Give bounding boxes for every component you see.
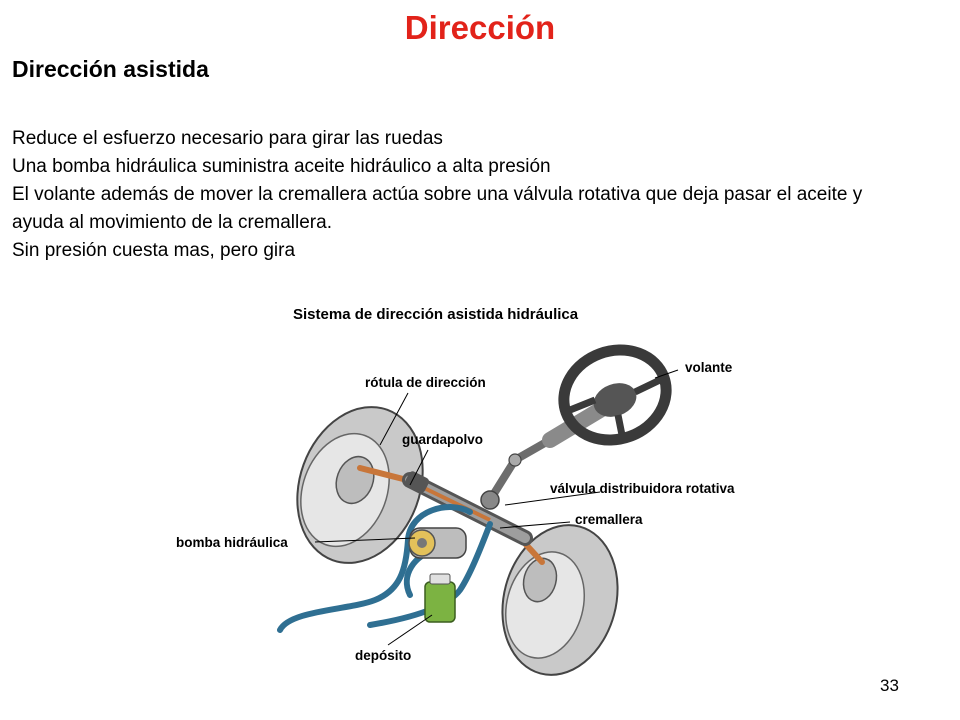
paragraph: El volante además de mover la cremallera… [12,184,863,233]
paragraph: Una bomba hidráulica suministra aceite h… [12,156,551,177]
leader-lines [314,369,679,646]
hydraulic-pump-icon [408,527,467,559]
label-rotula: rótula de dirección [365,375,486,390]
figure-title: Sistema de dirección asistida hidráulica [293,306,579,323]
paragraph: Sin presión cuesta mas, pero gira [12,240,296,261]
body-text: Reduce el esfuerzo necesario para girar … [12,125,912,265]
right-wheel-icon [501,524,619,676]
label-volante: volante [685,360,733,375]
reservoir-icon [424,573,456,623]
slide-title: Dirección [404,9,556,46]
left-wheel-icon [296,406,424,564]
label-cremallera: cremallera [575,512,643,527]
slide-subtitle: Dirección asistida [12,56,209,82]
label-guardapolvo: guardapolvo [402,432,484,447]
label-deposito: depósito [355,648,412,663]
paragraph: Reduce el esfuerzo necesario para girar … [12,128,443,149]
steering-system-illustration [277,344,679,676]
label-bomba: bomba hidráulica [176,535,288,550]
steering-system-figure: Sistema de dirección asistida hidráulica… [170,300,770,680]
steering-wheel-icon [558,344,672,446]
page-number: 33 [880,676,899,695]
label-valvula: válvula distribuidora rotativa [550,481,735,496]
